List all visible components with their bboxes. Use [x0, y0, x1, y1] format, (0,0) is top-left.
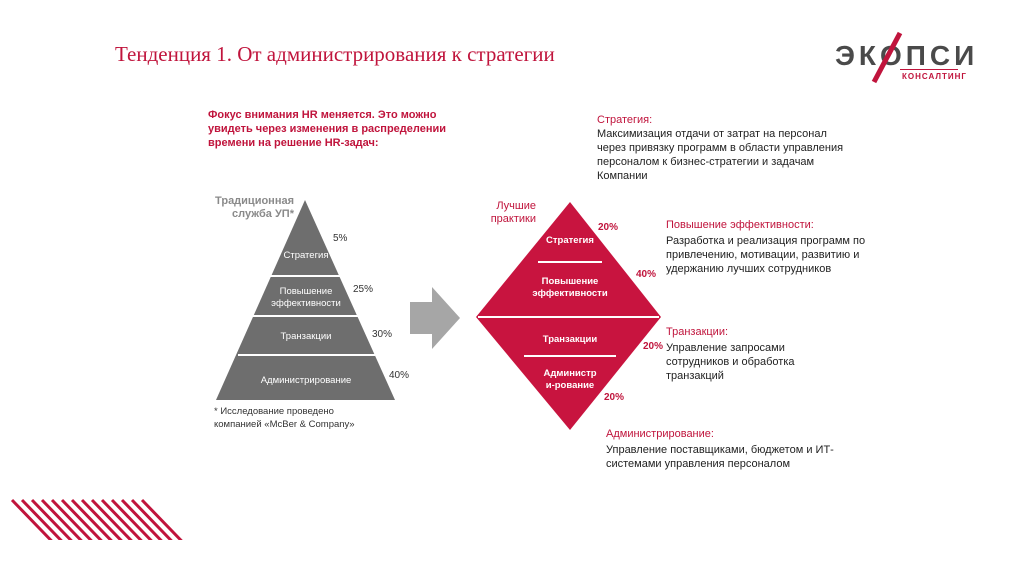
pyramid-segment-strategy: Стратегия [283, 250, 329, 261]
block-text: Управление запросами сотрудников и обраб… [666, 342, 795, 382]
block-heading: Транзакции: [666, 326, 729, 338]
pyramid-pct-transactions: 30% [372, 329, 393, 340]
block-text: Разработка и реализация программ по прив… [666, 235, 866, 275]
block-strategy: Стратегия: Максимизация отдачи от затрат… [597, 113, 857, 183]
page-title: Тенденция 1. От администрирования к стра… [115, 42, 555, 66]
diamond-segment-transactions: Транзакции [542, 334, 598, 345]
diamond-pct-strategy: 20% [598, 222, 619, 233]
pyramid-pct-administration: 40% [389, 370, 410, 381]
block-heading: Повышение эффективности: [666, 219, 814, 231]
focus-text: Фокус внимания HR меняется. Это можно ув… [208, 109, 447, 149]
diamond-pct-administration: 20% [604, 392, 625, 403]
pyramid-pct-efficiency: 25% [353, 284, 374, 295]
block-text: Максимизация отдачи от затрат на персона… [597, 128, 844, 182]
pyramid-label: Традиционная служба УП* [215, 195, 294, 220]
block-transactions: Транзакции: Управление запросами сотрудн… [666, 325, 826, 383]
pyramid-shape [216, 200, 395, 400]
block-heading: Администрирование: [606, 428, 714, 440]
logo-subtitle: КОНСАЛТИНГ [902, 72, 967, 81]
pyramid-footnote: * Исследование проведено компанией «McBe… [214, 406, 355, 430]
diamond-pct-efficiency: 40% [636, 269, 657, 280]
pyramid-segment-transactions: Транзакции [280, 331, 332, 342]
block-administration: Администрирование: Управление поставщика… [606, 427, 841, 471]
diamond-segment-efficiency: Повышение эффективности [532, 276, 608, 299]
diamond-label: Лучшие практики [490, 200, 536, 225]
diamond-segment-strategy: Стратегия [546, 235, 594, 246]
block-text: Управление поставщиками, бюджетом и ИТ-с… [606, 444, 834, 470]
pyramid-segment-efficiency: Повышение эффективности [271, 286, 341, 309]
pyramid-pct-strategy: 5% [333, 233, 348, 244]
diamond-segment-administration: Администр и-рование [543, 368, 597, 391]
block-efficiency: Повышение эффективности: Разработка и ре… [666, 218, 866, 276]
arrow-icon [410, 287, 460, 349]
block-heading: Стратегия: [597, 114, 653, 126]
logo: ЭКОПСИ [835, 40, 978, 72]
logo-slash-icon [871, 31, 903, 84]
logo-text: ЭКОПСИ [835, 40, 979, 71]
logo-underline [900, 69, 958, 70]
diamond-pct-transactions: 20% [643, 341, 664, 352]
pyramid-segment-administration: Администрирование [260, 375, 352, 386]
